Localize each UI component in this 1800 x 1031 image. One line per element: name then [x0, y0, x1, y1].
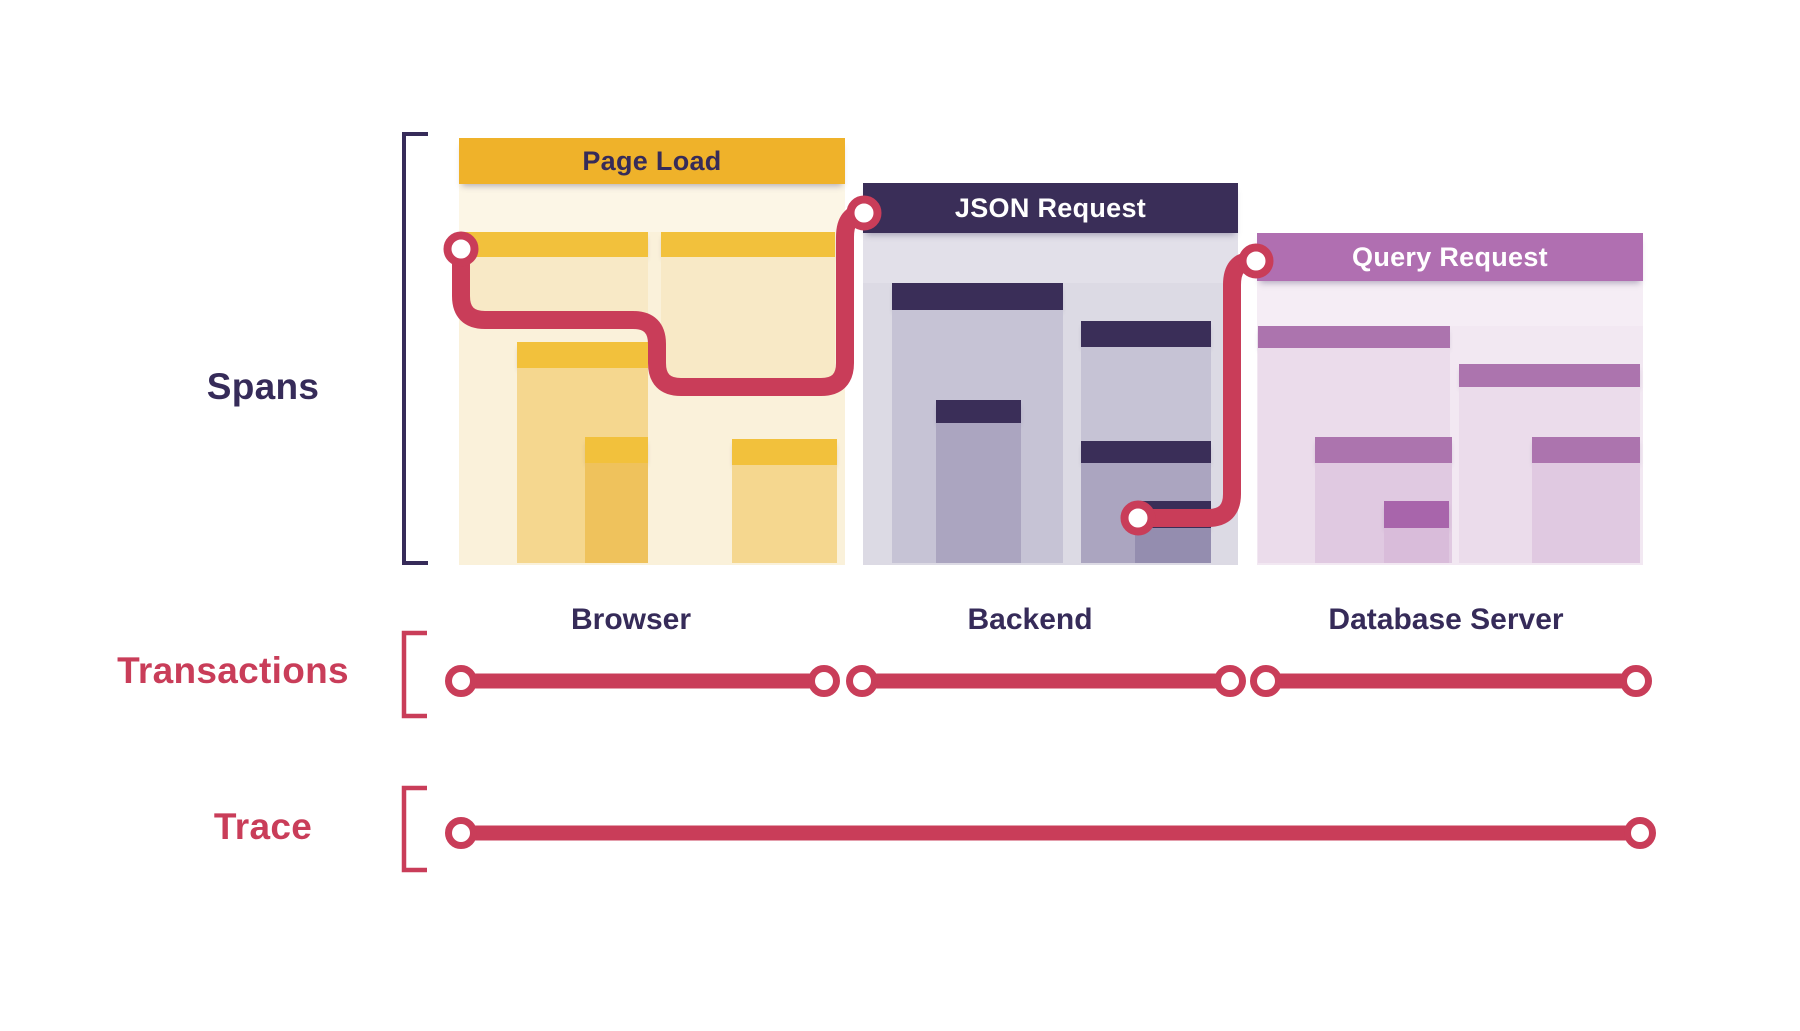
page-load-header: Page Load — [459, 138, 845, 184]
query-request-title: Query Request — [1352, 241, 1548, 272]
endpoint-group — [443, 195, 1656, 849]
json-request-header: JSON Request — [863, 183, 1238, 233]
span-bar-header — [1081, 441, 1211, 463]
machine-label-backend: Backend — [967, 603, 1093, 636]
span-bar-body — [1135, 528, 1211, 563]
span-bar-body — [1532, 463, 1640, 563]
transaction-line-group — [461, 673, 1640, 841]
query-request-strip — [1257, 281, 1643, 326]
trace-endpoint — [1624, 817, 1656, 849]
span-bar — [1384, 501, 1449, 563]
span-bar — [936, 400, 1021, 563]
span-bar-header — [585, 437, 648, 463]
bracket-group — [401, 132, 428, 873]
transaction-endpoint — [1214, 665, 1246, 697]
span-bar — [459, 232, 648, 318]
machine-label-browser: Browser — [570, 603, 692, 636]
span-bar-header — [661, 232, 835, 257]
transaction-endpoint — [445, 665, 477, 697]
row-bracket — [402, 132, 428, 565]
transaction-endpoint — [1620, 665, 1652, 697]
span-flow-group — [452, 204, 1264, 527]
trace-endpoint — [445, 817, 477, 849]
json-request-strip — [863, 233, 1238, 283]
transactions-label: Transactions — [117, 650, 349, 691]
span-bar-header — [732, 439, 837, 465]
page-load-strip — [459, 184, 845, 232]
span-bar-body — [732, 465, 837, 563]
span-bar-header — [936, 400, 1021, 423]
row-bracket — [401, 630, 427, 719]
span-flow-node — [443, 231, 479, 267]
span-bar — [585, 437, 648, 563]
span-bar-body — [585, 463, 648, 563]
span-bar — [732, 439, 837, 563]
span-flow-node — [1120, 500, 1156, 536]
row-bracket — [401, 785, 427, 873]
trace-label: Trace — [213, 806, 313, 847]
transaction-endpoint — [808, 665, 840, 697]
json-request-title: JSON Request — [954, 192, 1147, 223]
span-bar-body — [936, 423, 1021, 563]
span-bar — [661, 232, 835, 386]
span-flow-node — [1238, 243, 1274, 279]
query-request-header: Query Request — [1257, 233, 1643, 281]
machine-label-database-server: Database Server — [1328, 603, 1564, 636]
span-bar-header — [1384, 501, 1449, 528]
span-bar-header — [1532, 437, 1640, 463]
span-bar-header — [459, 232, 648, 257]
span-bar-body — [459, 257, 648, 318]
span-flow-path — [452, 204, 873, 396]
spans-label: Spans — [206, 366, 320, 407]
span-bar-header — [1459, 364, 1640, 387]
span-bar-header — [1315, 437, 1452, 463]
span-flow-node — [846, 195, 882, 231]
span-bar-body — [1384, 528, 1449, 563]
span-bar-header — [892, 283, 1063, 310]
span-bar — [1532, 437, 1640, 563]
span-bar-header — [517, 342, 648, 368]
span-bar-header — [1081, 321, 1211, 347]
transaction-endpoint — [846, 665, 878, 697]
span-bar-body — [661, 257, 835, 386]
span-flow-path — [1133, 252, 1264, 527]
transaction-endpoint — [1250, 665, 1282, 697]
page-load-title: Page Load — [582, 145, 722, 176]
span-bar-header — [1258, 326, 1450, 348]
